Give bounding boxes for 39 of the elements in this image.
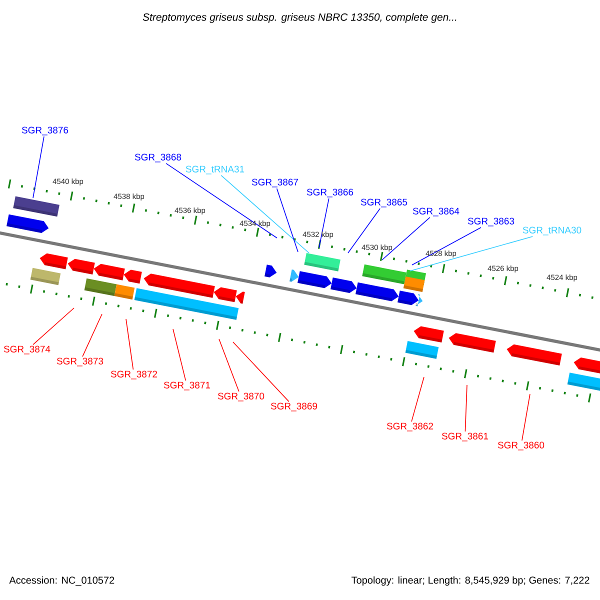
gene-label: SGR_3869 bbox=[270, 402, 318, 412]
leader-line bbox=[220, 175, 310, 254]
gene-label: SGR_3871 bbox=[164, 382, 210, 390]
leader-line bbox=[218, 338, 240, 392]
leader-line bbox=[126, 318, 134, 370]
gene-label: SGR_3872 bbox=[110, 370, 158, 380]
leader-line bbox=[32, 136, 44, 198]
leader-line bbox=[522, 394, 530, 441]
leader-line bbox=[412, 227, 482, 266]
leader-line bbox=[348, 208, 380, 254]
gene-label: SGR_3861 bbox=[442, 432, 488, 442]
summary-text: Topology: linear; Length: 8,545,929 bp; Genes: 7,222 bbox=[352, 576, 590, 586]
leader-line bbox=[172, 328, 186, 381]
gene-label: SGR_3860 bbox=[498, 442, 544, 450]
leader-line bbox=[166, 163, 278, 238]
leader-line bbox=[464, 384, 468, 432]
leader-line bbox=[410, 236, 534, 272]
gene-label: SGR_3864 bbox=[412, 208, 460, 216]
gene-label: SGR_3876 bbox=[22, 126, 68, 136]
leader-line bbox=[32, 308, 74, 345]
gene-label: SGR_3863 bbox=[468, 218, 514, 226]
accession-text: Accession: NC_010572 bbox=[9, 576, 114, 586]
leader-line bbox=[411, 376, 424, 422]
gene-label: SGR_3867 bbox=[252, 178, 298, 188]
leader-line bbox=[82, 314, 102, 357]
gene-label: SGR_tRNA31 bbox=[186, 166, 244, 174]
leader-line bbox=[382, 217, 430, 260]
gene-label: SGR_3868 bbox=[134, 154, 182, 162]
gene-label: SGR_3862 bbox=[386, 422, 434, 432]
gene-label: SGR_tRNA30 bbox=[522, 226, 582, 236]
title: Streptomyces griseus subsp. griseus NBRC 13350, complete gen... bbox=[142, 13, 456, 23]
gene-label: SGR_3866 bbox=[306, 188, 354, 198]
leader-line bbox=[276, 188, 298, 252]
gene-label: SGR_3874 bbox=[4, 346, 50, 354]
leader-line bbox=[318, 198, 330, 248]
leader-line bbox=[232, 342, 290, 402]
gene-label: SGR_3865 bbox=[360, 198, 408, 208]
gene-label: SGR_3873 bbox=[56, 358, 104, 366]
gene-label: SGR_3870 bbox=[218, 392, 264, 402]
